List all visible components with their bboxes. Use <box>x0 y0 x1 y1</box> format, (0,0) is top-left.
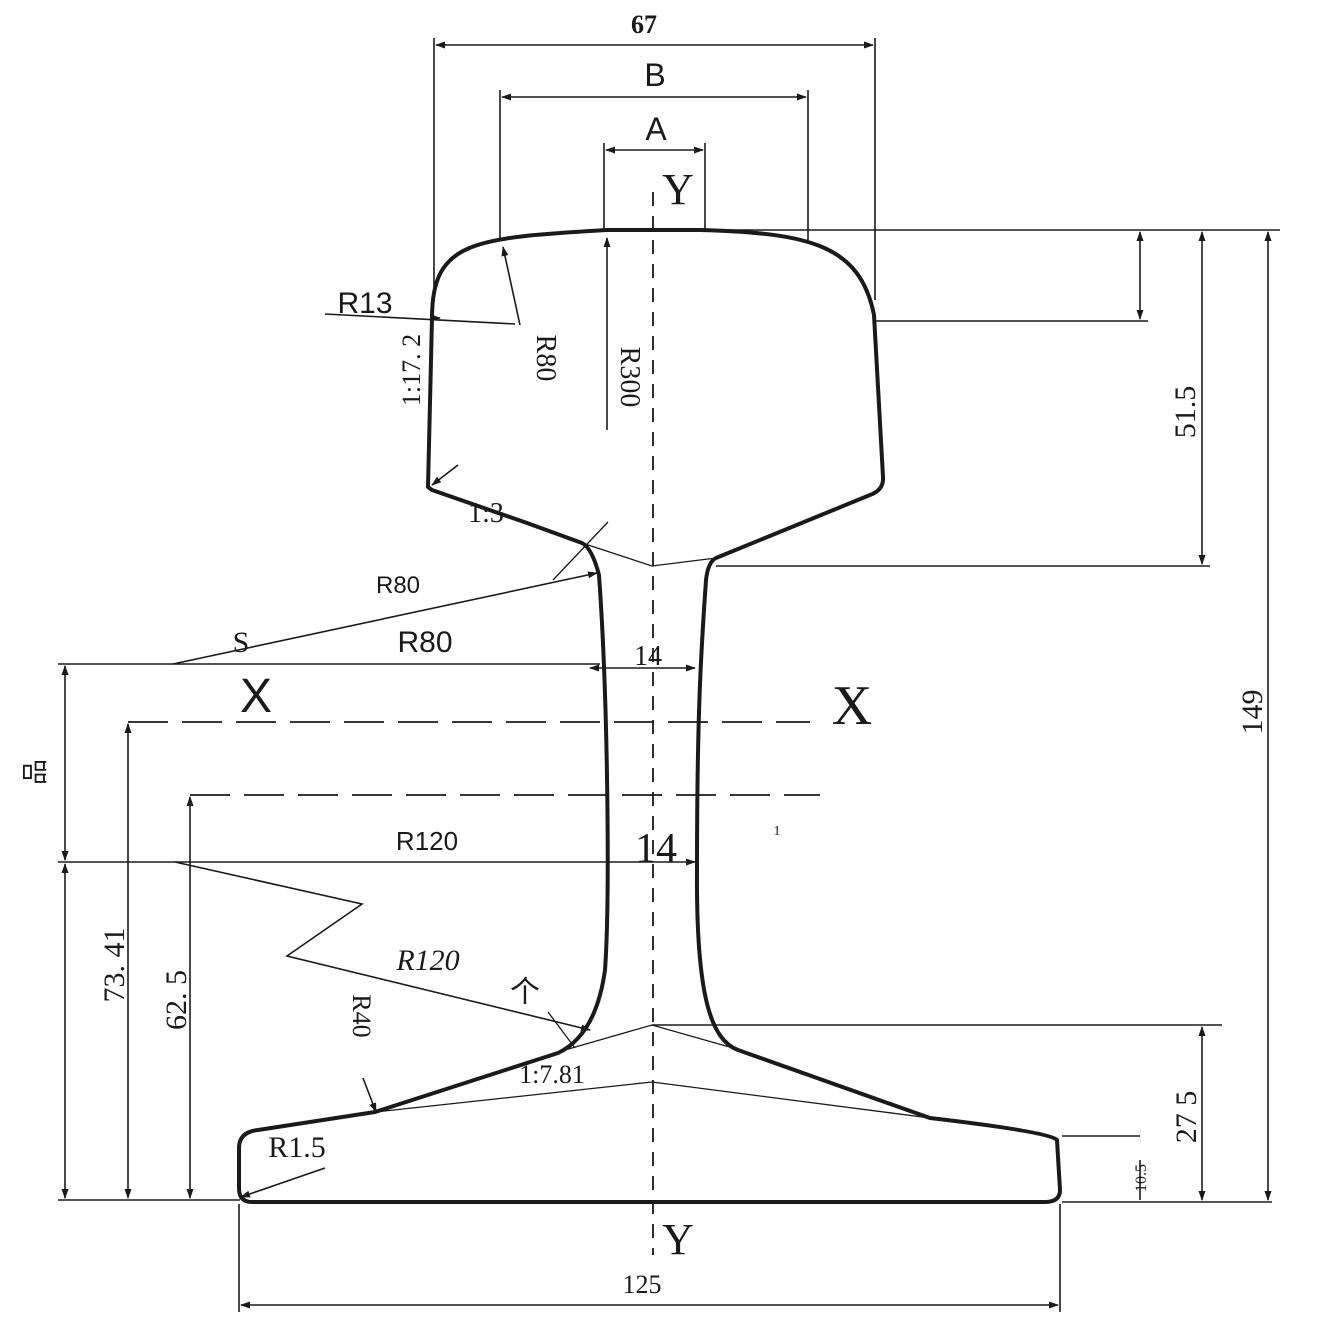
height-73-label: 73. 41 <box>98 928 131 1003</box>
web-dimensions: 14 14 <box>180 641 696 872</box>
base-depth-label: 27 5 <box>1170 1091 1203 1144</box>
height-62-label: 62. 5 <box>160 970 193 1030</box>
r1-5-leader <box>240 1167 326 1198</box>
center-axes <box>128 192 820 1255</box>
r13-label: R13 <box>337 287 392 320</box>
arrow-mark-label: 个 <box>510 976 540 1009</box>
top-dimensions: 67 B A Y <box>433 10 876 300</box>
r80-web-label: R80 <box>397 626 452 659</box>
radius-annotations: R13 R80 R300 R80 S R80 R120 R120 个 R40 R… <box>172 237 645 1198</box>
r80-upper-tick <box>552 521 609 581</box>
a-width-label: A <box>645 111 667 147</box>
base-width-dimension: 125 Y <box>238 1204 1061 1312</box>
x-axis-left-label: X <box>240 670 272 723</box>
r120-italic-label: R120 <box>395 944 459 977</box>
left-dimensions: 品 73. 41 62. 5 <box>20 663 600 1201</box>
total-height-label: 149 <box>1236 690 1269 735</box>
r80-upper-label: R80 <box>376 572 420 599</box>
r120-leader <box>174 861 591 1032</box>
rail-outline <box>237 228 1062 1204</box>
y-axis-bottom-label: Y <box>662 1215 694 1264</box>
r120-tick <box>547 1011 576 1049</box>
r40-leader <box>362 1077 377 1113</box>
base-width-label: 125 <box>623 1270 662 1299</box>
r80-upper-leader <box>172 571 598 665</box>
head-depth-label: 51.5 <box>1169 386 1202 439</box>
r13-leader <box>324 313 516 325</box>
r300-label: R300 <box>614 347 645 408</box>
base-edge-label: 10.5 <box>1133 1164 1150 1192</box>
head-neck-v <box>581 542 717 567</box>
right-dimensions: 51.5 149 27 5 10.5 <box>652 229 1280 1203</box>
y-axis-top-label: Y <box>662 165 694 214</box>
r80-head-label: R80 <box>530 335 561 382</box>
rail-head-outline <box>237 228 1062 1204</box>
head-underside-leader <box>431 464 459 486</box>
side-mark-label: 品 <box>20 759 50 785</box>
web-lower-label: 14 <box>635 826 677 872</box>
head-underside-slope-label: 1:3 <box>468 498 504 529</box>
r120-label: R120 <box>396 826 458 856</box>
base-top-v <box>374 1081 931 1119</box>
x-axis-right-label: X <box>832 675 872 737</box>
r1-5-label: R1.5 <box>268 1131 326 1164</box>
s-label: S <box>233 626 250 659</box>
small-mark-label: 1 <box>774 824 781 839</box>
slope-annotations: 1:17. 2 1:3 1:7.81 1 <box>397 334 781 1089</box>
head-side-slope-label: 1:17. 2 <box>397 334 426 406</box>
base-top-slope-label: 1:7.81 <box>519 1060 585 1089</box>
web-upper-label: 14 <box>634 641 662 672</box>
r40-label: R40 <box>347 994 376 1037</box>
head-width-label: 67 <box>631 10 657 39</box>
r80-head-leader <box>501 246 521 326</box>
b-width-label: B <box>644 57 665 93</box>
